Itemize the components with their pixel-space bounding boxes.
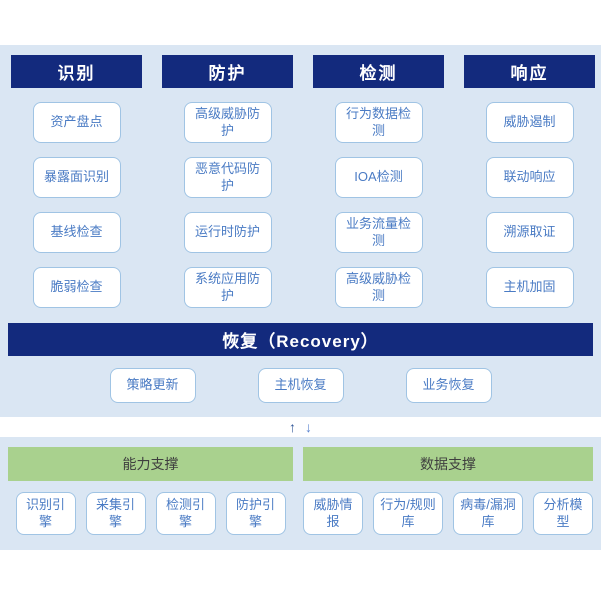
engine-box: 采集引擎	[85, 492, 146, 535]
up-arrow-icon: ↑	[289, 419, 296, 435]
column-identify: 识别 资产盘点 暴露面识别 基线检查 脆弱检查	[11, 55, 142, 308]
recovery-header-bar: 恢复（Recovery）	[8, 323, 593, 356]
capability-box: 业务流量检测	[334, 212, 423, 253]
support-row: 能力支撑 识别引擎 采集引擎 检测引擎 防护引擎 数据支撑 威胁情报 行为/规则…	[0, 437, 601, 535]
capability-box: 脆弱检查	[32, 267, 121, 308]
column-detect: 检测 行为数据检测 IOA检测 业务流量检测 高级威胁检测	[313, 55, 444, 308]
column-header-protect: 防护	[162, 55, 293, 88]
capability-box: 暴露面识别	[32, 157, 121, 198]
capability-box: 系统应用防护	[183, 267, 272, 308]
column-header-respond: 响应	[464, 55, 595, 88]
column-respond: 响应 威胁遏制 联动响应 溯源取证 主机加固	[464, 55, 595, 308]
column-protect: 防护 高级威胁防护 恶意代码防护 运行时防护 系统应用防护	[162, 55, 293, 308]
capability-box: IOA检测	[334, 157, 423, 198]
recovery-box: 主机恢复	[257, 368, 344, 403]
flow-arrow-strip: ↑ ↓	[0, 417, 601, 437]
capability-box: 主机加固	[485, 267, 574, 308]
capability-box: 高级威胁检测	[334, 267, 423, 308]
capability-support-boxes: 识别引擎 采集引擎 检测引擎 防护引擎	[8, 492, 293, 535]
column-header-detect: 检测	[313, 55, 444, 88]
recovery-items-row: 策略更新 主机恢复 业务恢复	[0, 368, 601, 403]
engine-box: 识别引擎	[15, 492, 76, 535]
capability-box: 行为数据检测	[334, 102, 423, 143]
capability-support-header: 能力支撑	[8, 447, 293, 481]
recovery-box: 策略更新	[109, 368, 196, 403]
support-panel: 能力支撑 识别引擎 采集引擎 检测引擎 防护引擎 数据支撑 威胁情报 行为/规则…	[0, 437, 601, 550]
data-support-boxes: 威胁情报 行为/规则库 病毒/漏洞库 分析模型	[303, 492, 593, 535]
capability-box: 运行时防护	[183, 212, 272, 253]
data-box: 行为/规则库	[373, 492, 443, 535]
column-header-identify: 识别	[11, 55, 142, 88]
capability-box: 联动响应	[485, 157, 574, 198]
capability-box: 威胁遏制	[485, 102, 574, 143]
capability-support-group: 能力支撑 识别引擎 采集引擎 检测引擎 防护引擎	[8, 447, 293, 535]
engine-box: 防护引擎	[225, 492, 286, 535]
data-support-header: 数据支撑	[303, 447, 593, 481]
down-arrow-icon: ↓	[305, 419, 312, 435]
capability-box: 恶意代码防护	[183, 157, 272, 198]
pillar-columns: 识别 资产盘点 暴露面识别 基线检查 脆弱检查 防护 高级威胁防护 恶意代码防护…	[0, 45, 601, 308]
capability-box: 基线检查	[32, 212, 121, 253]
capability-box: 高级威胁防护	[183, 102, 272, 143]
capability-box: 资产盘点	[32, 102, 121, 143]
capability-box: 溯源取证	[485, 212, 574, 253]
main-panel: 识别 资产盘点 暴露面识别 基线检查 脆弱检查 防护 高级威胁防护 恶意代码防护…	[0, 45, 601, 417]
data-support-group: 数据支撑 威胁情报 行为/规则库 病毒/漏洞库 分析模型	[303, 447, 593, 535]
data-box: 威胁情报	[303, 492, 363, 535]
data-box: 病毒/漏洞库	[453, 492, 523, 535]
recovery-box: 业务恢复	[405, 368, 492, 403]
data-box: 分析模型	[533, 492, 593, 535]
engine-box: 检测引擎	[155, 492, 216, 535]
